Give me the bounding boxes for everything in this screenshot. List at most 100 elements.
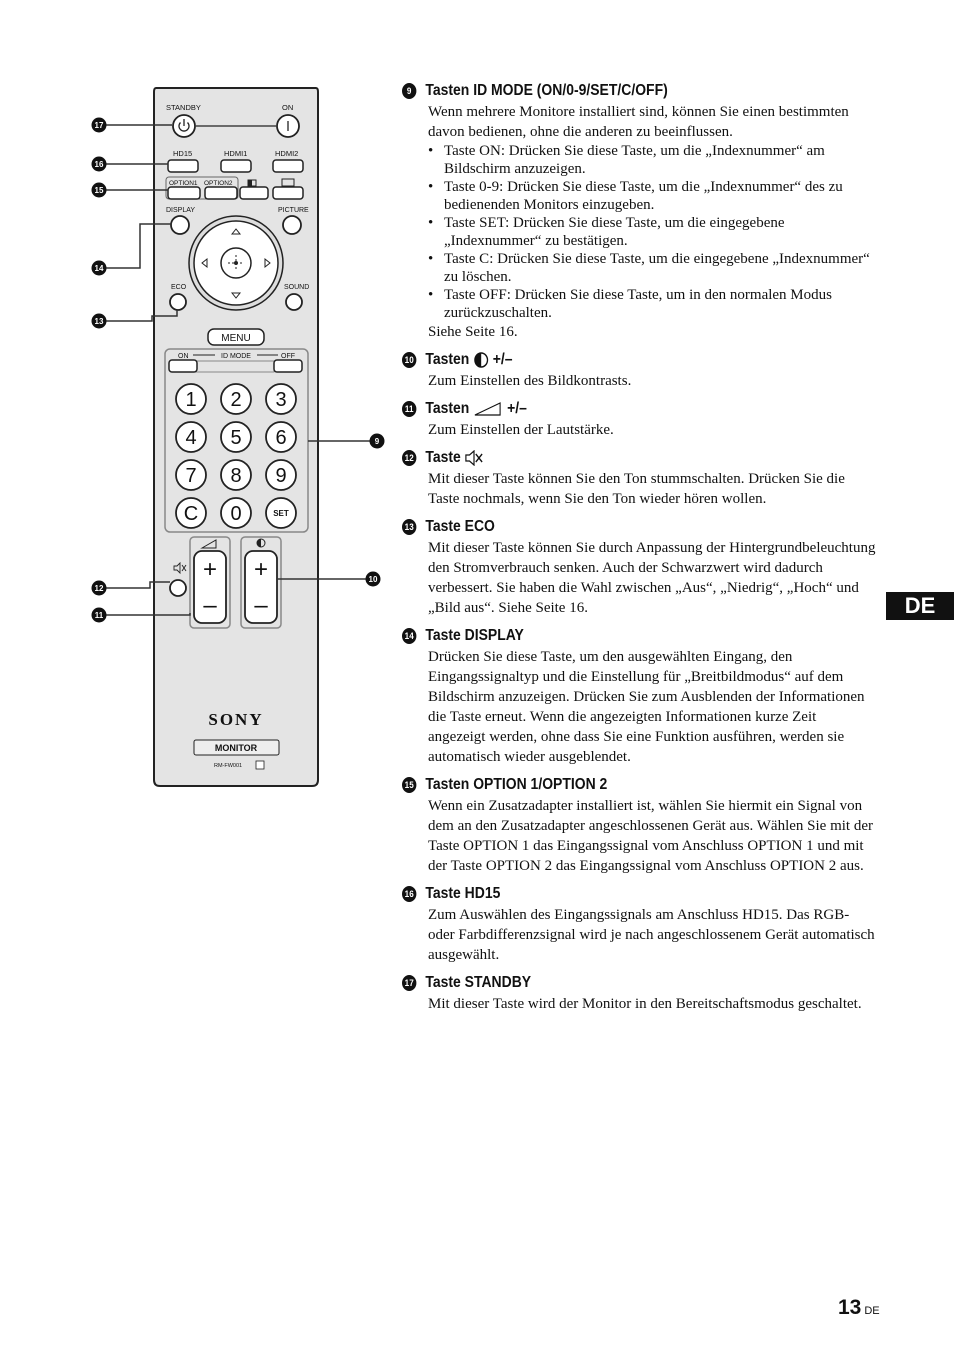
contrast-plus: + xyxy=(254,556,268,583)
volume-plus: + xyxy=(203,556,217,583)
section-text: Zum Einstellen des Bildkontrasts. xyxy=(428,373,632,389)
bullet-list: Taste ON: Drücken Sie diese Taste, um di… xyxy=(428,142,877,322)
section-number: 12 xyxy=(402,450,417,466)
section-number: 13 xyxy=(402,519,417,535)
callout-number: 14 xyxy=(95,264,104,273)
key-button[interactable] xyxy=(265,459,297,491)
label-picture: PICTURE xyxy=(278,207,309,214)
list-item: Taste 0-9: Drücken Sie diese Taste, um d… xyxy=(428,178,877,214)
callout-number: 12 xyxy=(95,584,104,593)
callout-number: 17 xyxy=(95,121,104,130)
id-off-button[interactable] xyxy=(273,359,303,373)
callout-number: 15 xyxy=(95,186,104,195)
label-option1: OPTION1 xyxy=(169,180,198,187)
eco-button[interactable] xyxy=(169,293,187,311)
section-17: 17 Taste STANDBY Mit dieser Taste wird de… xyxy=(402,972,877,1014)
section-outro: Siehe Seite 16. xyxy=(428,324,518,340)
hdmi2-button[interactable] xyxy=(272,159,304,173)
key-button[interactable] xyxy=(265,383,297,415)
sound-button[interactable] xyxy=(285,293,303,311)
key-label: C xyxy=(184,503,198,525)
arrow-icons xyxy=(201,228,271,299)
label-hdmi1: HDMI1 xyxy=(224,149,247,158)
key-button[interactable] xyxy=(265,497,297,529)
key-button[interactable] xyxy=(265,421,297,453)
picture-button[interactable] xyxy=(282,215,302,235)
volume-minus: – xyxy=(203,592,217,619)
option2-button[interactable] xyxy=(204,186,238,200)
section-number: 16 xyxy=(402,886,417,902)
key-label: 8 xyxy=(230,465,241,487)
wide-icon xyxy=(281,178,295,187)
page-number-suffix: DE xyxy=(864,1305,880,1317)
section-number: 17 xyxy=(402,975,417,991)
callout-number: 11 xyxy=(95,611,104,620)
wide-mode-button[interactable] xyxy=(272,186,304,200)
mute-button[interactable] xyxy=(169,579,187,597)
section-title: Taste DISPLAY xyxy=(425,627,524,644)
key-label: 7 xyxy=(185,465,196,487)
callout-circle xyxy=(91,156,107,172)
list-item: Taste ON: Drücken Sie diese Taste, um di… xyxy=(428,142,877,178)
label-id-mode: ID MODE xyxy=(221,353,251,360)
section-text: Wenn ein Zusatzadapter installiert ist, … xyxy=(428,798,873,874)
volume-icon xyxy=(200,539,217,549)
contrast-group xyxy=(240,536,282,629)
id-on-button[interactable] xyxy=(168,359,198,373)
key-button[interactable] xyxy=(175,497,207,529)
label-hdmi2: HDMI2 xyxy=(275,149,298,158)
menu-button[interactable] xyxy=(207,328,265,346)
aspect-icon xyxy=(247,179,257,187)
key-button[interactable] xyxy=(175,383,207,415)
language-tab: DE xyxy=(886,592,954,620)
section-text: Mit dieser Taste wird der Monitor in den… xyxy=(428,996,862,1012)
callout-number: 10 xyxy=(369,575,378,584)
section-text: Zum Einstellen der Lautstärke. xyxy=(428,422,614,438)
callout-circle xyxy=(91,313,107,329)
key-button[interactable] xyxy=(220,421,252,453)
section-title: Taste STANDBY xyxy=(425,974,532,991)
dpad-center-icon xyxy=(228,255,244,271)
contrast-icon xyxy=(256,538,266,548)
key-button[interactable] xyxy=(220,383,252,415)
key-label: 1 xyxy=(185,389,196,411)
text-column: 9 Tasten ID MODE (ON/0-9/SET/C/OFF) Wenn … xyxy=(402,80,877,1021)
section-title: Taste HD15 xyxy=(425,885,501,902)
section-title: Tasten ID MODE (ON/0-9/SET/C/OFF) xyxy=(425,82,668,99)
key-button[interactable] xyxy=(220,459,252,491)
section-title: Tasten OPTION 1/OPTION 2 xyxy=(425,776,608,793)
label-sound: SOUND xyxy=(284,284,309,291)
section-15: 15 Tasten OPTION 1/OPTION 2 Wenn ein Zusa… xyxy=(402,774,877,876)
callout-circle xyxy=(91,260,107,276)
label-id-off: OFF xyxy=(281,353,295,360)
list-item: Taste OFF: Drücken Sie diese Taste, um i… xyxy=(428,286,877,322)
display-button[interactable] xyxy=(170,215,190,235)
callout-circle xyxy=(91,607,107,623)
section-number: 9 xyxy=(402,83,417,99)
brand-logo: SONY xyxy=(208,710,263,729)
key-button[interactable] xyxy=(175,421,207,453)
section-title: Taste ECO xyxy=(425,518,495,535)
key-button[interactable] xyxy=(175,459,207,491)
volume-rocker[interactable] xyxy=(193,550,227,624)
volume-icon xyxy=(474,402,501,416)
section-title: Tasten xyxy=(425,351,470,368)
callout-circle xyxy=(91,117,107,133)
section-text: Drücken Sie diese Taste, um den ausgewäh… xyxy=(428,649,865,765)
section-number: 11 xyxy=(402,401,417,417)
section-number: 15 xyxy=(402,777,417,793)
model-label: RM-FW001 xyxy=(214,763,242,769)
hd15-button[interactable] xyxy=(167,159,199,173)
contrast-icon xyxy=(474,352,489,368)
aspect-button[interactable] xyxy=(239,186,269,200)
label-display: DISPLAY xyxy=(166,207,195,214)
contrast-rocker[interactable] xyxy=(244,550,278,624)
hdmi1-button[interactable] xyxy=(220,159,252,173)
key-button[interactable] xyxy=(220,497,252,529)
option1-button[interactable] xyxy=(167,186,201,200)
